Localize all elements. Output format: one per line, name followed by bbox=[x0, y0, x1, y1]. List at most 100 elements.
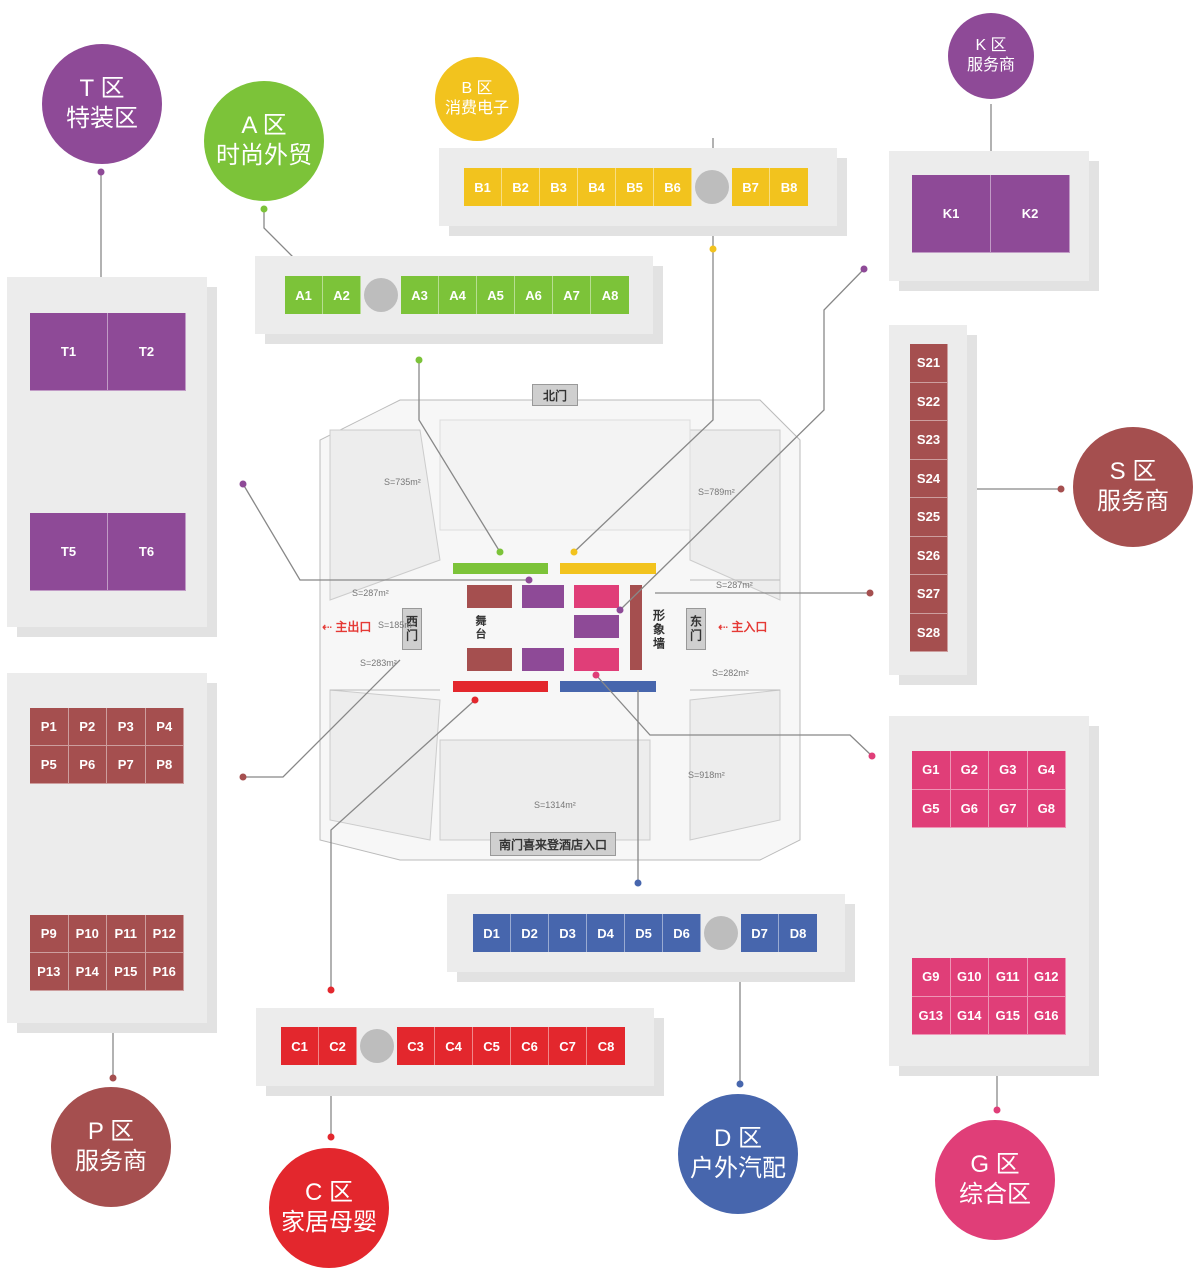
zone-a-booths: A1 A2 A3 A4 A5 A6 A7 A8 bbox=[285, 276, 629, 314]
zone-b-name: 消费电子 bbox=[444, 100, 509, 117]
booth-g16[interactable]: G16 bbox=[1027, 996, 1066, 1035]
booth-g1[interactable]: G1 bbox=[912, 751, 951, 790]
booth-s23[interactable]: S23 bbox=[910, 421, 948, 460]
booth-a1[interactable]: A1 bbox=[285, 276, 323, 314]
zone-c-code: C 区 bbox=[305, 1179, 353, 1206]
zone-a-bubble[interactable]: A 区 时尚外贸 bbox=[204, 81, 324, 201]
booth-t2[interactable]: T2 bbox=[108, 313, 186, 391]
booth-g10[interactable]: G10 bbox=[950, 958, 989, 997]
zone-d-bubble[interactable]: D 区 户外汽配 bbox=[678, 1094, 798, 1214]
booth-p13[interactable]: P13 bbox=[30, 953, 69, 991]
zone-c-bubble[interactable]: C 区 家居母婴 bbox=[269, 1148, 389, 1268]
booth-p15[interactable]: P15 bbox=[107, 953, 146, 991]
booth-b3[interactable]: B3 bbox=[540, 168, 578, 206]
floorplan-blocks bbox=[453, 563, 656, 692]
booth-t1[interactable]: T1 bbox=[30, 313, 108, 391]
booth-g8[interactable]: G8 bbox=[1027, 789, 1066, 828]
booth-b7[interactable]: B7 bbox=[732, 168, 770, 206]
booth-d1[interactable]: D1 bbox=[473, 914, 511, 952]
booth-c5[interactable]: C5 bbox=[473, 1027, 511, 1065]
booth-a4[interactable]: A4 bbox=[439, 276, 477, 314]
booth-d2[interactable]: D2 bbox=[511, 914, 549, 952]
booth-c2[interactable]: C2 bbox=[319, 1027, 357, 1065]
booth-s25[interactable]: S25 bbox=[910, 498, 948, 537]
booth-c8[interactable]: C8 bbox=[587, 1027, 625, 1065]
booth-g12[interactable]: G12 bbox=[1027, 958, 1066, 997]
booth-p11[interactable]: P11 bbox=[107, 915, 146, 953]
booth-a7[interactable]: A7 bbox=[553, 276, 591, 314]
zone-g-booths-top: G1 G2 G3 G4 G5 G6 G7 G8 bbox=[912, 751, 1066, 828]
booth-s27[interactable]: S27 bbox=[910, 575, 948, 614]
main-exit-label: ⇠ 主出口 bbox=[322, 620, 372, 634]
area-label: S=789m² bbox=[698, 487, 735, 497]
booth-t6[interactable]: T6 bbox=[108, 513, 186, 591]
booth-g3[interactable]: G3 bbox=[989, 751, 1028, 790]
booth-p7[interactable]: P7 bbox=[107, 746, 146, 784]
booth-a2[interactable]: A2 bbox=[323, 276, 361, 314]
booth-g2[interactable]: G2 bbox=[950, 751, 989, 790]
booth-b2[interactable]: B2 bbox=[502, 168, 540, 206]
booth-t5[interactable]: T5 bbox=[30, 513, 108, 591]
booth-p6[interactable]: P6 bbox=[68, 746, 107, 784]
zone-k-booths: K1 K2 bbox=[912, 175, 1070, 253]
booth-p16[interactable]: P16 bbox=[145, 953, 184, 991]
booth-c6[interactable]: C6 bbox=[511, 1027, 549, 1065]
booth-p9[interactable]: P9 bbox=[30, 915, 69, 953]
booth-k1[interactable]: K1 bbox=[912, 175, 991, 253]
booth-p14[interactable]: P14 bbox=[68, 953, 107, 991]
booth-g5[interactable]: G5 bbox=[912, 789, 951, 828]
booth-d6[interactable]: D6 bbox=[663, 914, 701, 952]
booth-p5[interactable]: P5 bbox=[30, 746, 69, 784]
booth-b8[interactable]: B8 bbox=[770, 168, 808, 206]
booth-p1[interactable]: P1 bbox=[30, 708, 69, 746]
south-gate-label: 南门喜来登酒店入口 bbox=[490, 832, 616, 856]
booth-g11[interactable]: G11 bbox=[989, 958, 1028, 997]
zone-k-bubble[interactable]: K 区 服务商 bbox=[948, 13, 1034, 99]
zone-s-name: 服务商 bbox=[1097, 488, 1169, 515]
booth-c7[interactable]: C7 bbox=[549, 1027, 587, 1065]
zone-t-booths-top: T1 T2 bbox=[30, 313, 186, 391]
zone-s-bubble[interactable]: S 区 服务商 bbox=[1073, 427, 1193, 547]
booth-s24[interactable]: S24 bbox=[910, 459, 948, 498]
booth-b5[interactable]: B5 bbox=[616, 168, 654, 206]
booth-d7[interactable]: D7 bbox=[741, 914, 779, 952]
booth-d8[interactable]: D8 bbox=[779, 914, 817, 952]
booth-g7[interactable]: G7 bbox=[989, 789, 1028, 828]
booth-s26[interactable]: S26 bbox=[910, 536, 948, 575]
booth-d4[interactable]: D4 bbox=[587, 914, 625, 952]
booth-c4[interactable]: C4 bbox=[435, 1027, 473, 1065]
area-label: S=283m² bbox=[360, 658, 397, 668]
booth-p12[interactable]: P12 bbox=[145, 915, 184, 953]
zone-t-bubble[interactable]: T 区 特装区 bbox=[42, 44, 162, 164]
booth-d5[interactable]: D5 bbox=[625, 914, 663, 952]
booth-d3[interactable]: D3 bbox=[549, 914, 587, 952]
booth-p3[interactable]: P3 bbox=[107, 708, 146, 746]
booth-p4[interactable]: P4 bbox=[145, 708, 184, 746]
booth-c1[interactable]: C1 bbox=[281, 1027, 319, 1065]
booth-g15[interactable]: G15 bbox=[989, 996, 1028, 1035]
booth-c3[interactable]: C3 bbox=[397, 1027, 435, 1065]
booth-a5[interactable]: A5 bbox=[477, 276, 515, 314]
pillar bbox=[364, 278, 398, 312]
booth-s21[interactable]: S21 bbox=[910, 344, 948, 383]
booth-g4[interactable]: G4 bbox=[1027, 751, 1066, 790]
booth-a6[interactable]: A6 bbox=[515, 276, 553, 314]
zone-p-bubble[interactable]: P 区 服务商 bbox=[51, 1087, 171, 1207]
zone-b-bubble[interactable]: B 区 消费电子 bbox=[435, 57, 519, 141]
booth-p2[interactable]: P2 bbox=[68, 708, 107, 746]
booth-b4[interactable]: B4 bbox=[578, 168, 616, 206]
booth-g9[interactable]: G9 bbox=[912, 958, 951, 997]
booth-a8[interactable]: A8 bbox=[591, 276, 629, 314]
booth-s22[interactable]: S22 bbox=[910, 382, 948, 421]
zone-g-bubble[interactable]: G 区 综合区 bbox=[935, 1120, 1055, 1240]
booth-b1[interactable]: B1 bbox=[464, 168, 502, 206]
booth-p10[interactable]: P10 bbox=[68, 915, 107, 953]
booth-p8[interactable]: P8 bbox=[145, 746, 184, 784]
booth-g14[interactable]: G14 bbox=[950, 996, 989, 1035]
booth-k2[interactable]: K2 bbox=[991, 175, 1070, 253]
booth-g6[interactable]: G6 bbox=[950, 789, 989, 828]
booth-g13[interactable]: G13 bbox=[912, 996, 951, 1035]
booth-s28[interactable]: S28 bbox=[910, 613, 948, 652]
booth-a3[interactable]: A3 bbox=[401, 276, 439, 314]
booth-b6[interactable]: B6 bbox=[654, 168, 692, 206]
